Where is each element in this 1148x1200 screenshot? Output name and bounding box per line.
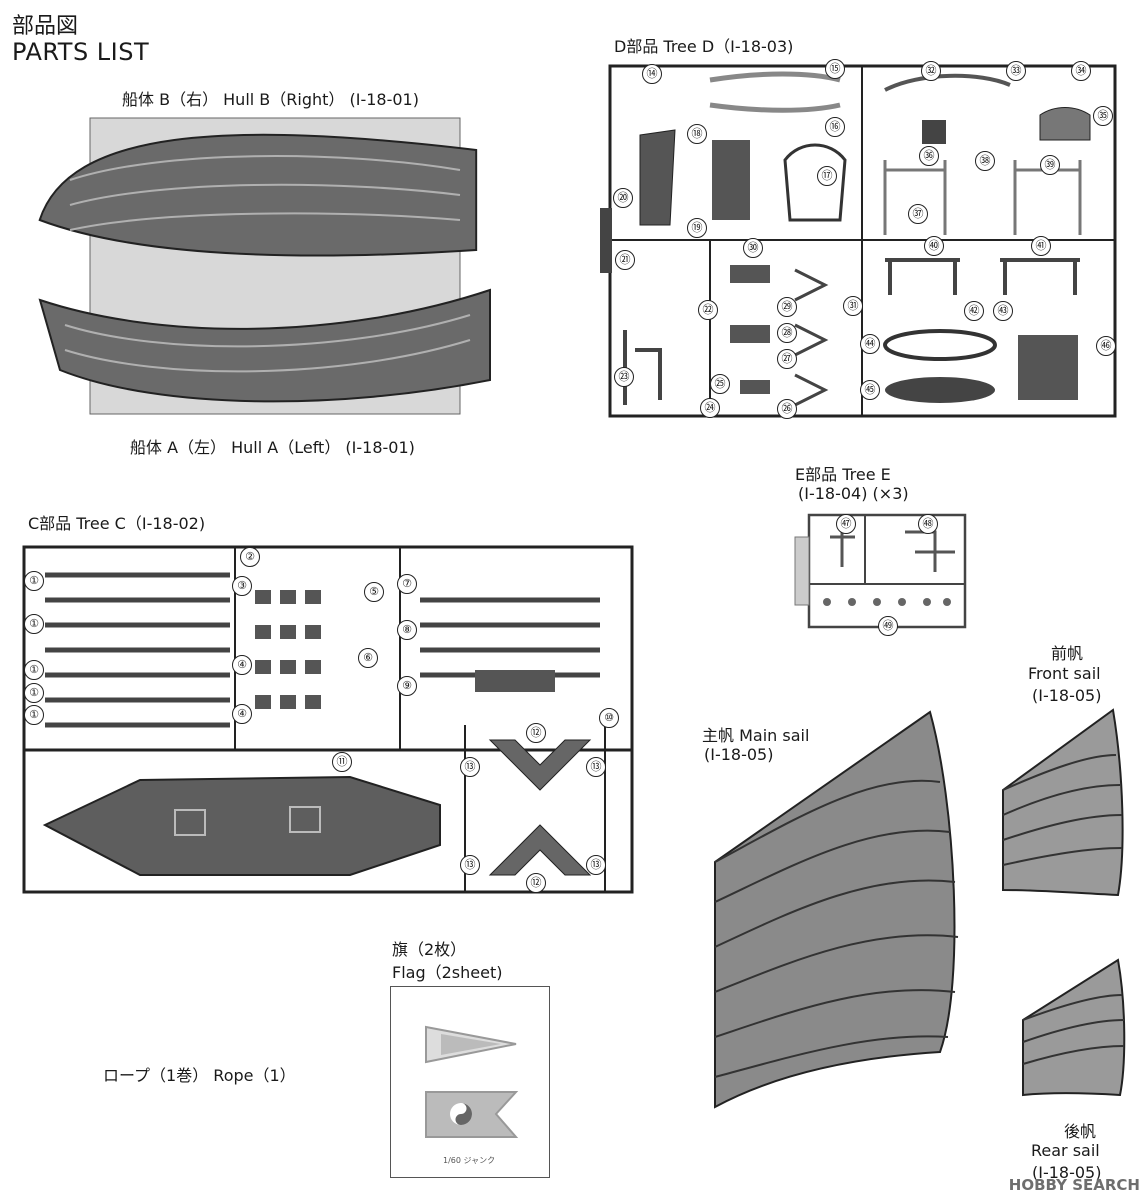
part-number: ㊼ [836,514,856,534]
part-number: ㊺ [860,380,880,400]
part-number: ③ [232,576,252,596]
part-number: ㊾ [878,616,898,636]
part-number: ⑰ [817,166,837,186]
main-sail-caption-2: (I-18-05) [704,745,774,764]
flag-caption-2: Flag（2sheet) [392,963,503,982]
part-number: ⑧ [397,620,417,640]
part-number: ⑲ [687,218,707,238]
part-number: ㉓ [614,367,634,387]
swallowtail-flag-icon [425,1091,519,1138]
flag-sheet: 1/60 ジャンク [390,986,550,1178]
part-number: ㉑ [615,250,635,270]
part-number: ① [24,614,44,634]
part-number: ㉒ [698,300,718,320]
part-number: ④ [232,704,252,724]
part-number: ㉙ [777,297,797,317]
part-number: ㉖ [777,399,797,419]
part-number: ㊴ [1040,155,1060,175]
front-sail-caption-3: (I-18-05) [1032,686,1102,705]
tree-c-sprue [22,545,634,894]
tree-e-caption-1: E部品 Tree E [795,465,891,484]
part-number: ⑫ [526,723,546,743]
part-number: ㉚ [743,238,763,258]
part-number: ㉛ [843,296,863,316]
part-number: ㊷ [964,301,984,321]
flag-caption-1: 旗（2枚） [392,940,467,959]
part-number: ⑳ [613,188,633,208]
part-number: ⑮ [825,59,845,79]
hull-illustration [38,117,491,415]
title-english: PARTS LIST [12,38,150,66]
part-number: ⑱ [687,124,707,144]
pennant-flag-icon [425,1025,517,1064]
part-number: ㊲ [908,204,928,224]
part-number: ⑬ [586,757,606,777]
part-number: ㊽ [918,514,938,534]
part-number: ① [24,683,44,703]
main-sail-caption-1: 主帆 Main sail [702,726,810,745]
tree-e-caption-2: (I-18-04) (×3) [798,484,909,503]
part-number: ㉘ [777,323,797,343]
part-number: ㊸ [993,301,1013,321]
part-number: ⑪ [332,752,352,772]
rope-caption: ロープ（1巻） Rope（1） [103,1066,296,1085]
part-number: ① [24,571,44,591]
hull-b-caption: 船体 B（右） Hull B（Right） (I-18-01) [122,90,419,109]
part-number: ⑨ [397,676,417,696]
part-number: ㊱ [919,146,939,166]
part-number: ⑦ [397,574,417,594]
part-number: ⑩ [599,708,619,728]
part-number: ⑬ [460,855,480,875]
title-japanese: 部品図 [12,14,79,39]
part-number: ㉝ [1006,61,1026,81]
rear-sail-caption-1: 後帆 [1064,1122,1097,1141]
part-number: ⑤ [364,582,384,602]
tree-c-caption: C部品 Tree C（I-18-02) [28,514,206,533]
part-number: ② [240,547,260,567]
front-sail-illustration [1002,708,1124,897]
part-number: ㉟ [1093,106,1113,126]
part-number: ⑭ [642,64,662,84]
part-number: ⑬ [460,757,480,777]
watermark: HOBBY SEARCH [1008,1176,1140,1194]
part-number: ④ [232,655,252,675]
part-number: ㉗ [777,349,797,369]
part-number: ⑥ [358,648,378,668]
part-number: ㊳ [975,151,995,171]
part-number: ㉞ [1071,61,1091,81]
rear-sail-caption-2: Rear sail [1031,1141,1100,1160]
hull-a-caption: 船体 A（左） Hull A（Left） (I-18-01) [130,438,415,457]
part-number: ㉜ [921,61,941,81]
front-sail-caption-2: Front sail [1028,664,1101,683]
part-number: ⑬ [586,855,606,875]
front-sail-caption-1: 前帆 [1051,644,1084,663]
tree-d-caption: D部品 Tree D（I-18-03) [614,37,794,56]
main-sail-illustration [714,710,959,1109]
part-number: ㊶ [1031,236,1051,256]
part-number: ① [24,705,44,725]
part-number: ⑯ [825,117,845,137]
tree-e-sprue [794,513,967,629]
part-number: ⑫ [526,873,546,893]
rear-sail-caption-3: (I-18-05) [1032,1163,1102,1182]
part-number: ㊻ [1096,336,1116,356]
part-number: ㊹ [860,334,880,354]
part-number: ㉔ [700,398,720,418]
flag-sheet-label: 1/60 ジャンク [443,1156,496,1165]
part-number: ㉕ [710,374,730,394]
part-number: ① [24,660,44,680]
rear-sail-illustration [1022,958,1126,1097]
part-number: ㊵ [924,236,944,256]
